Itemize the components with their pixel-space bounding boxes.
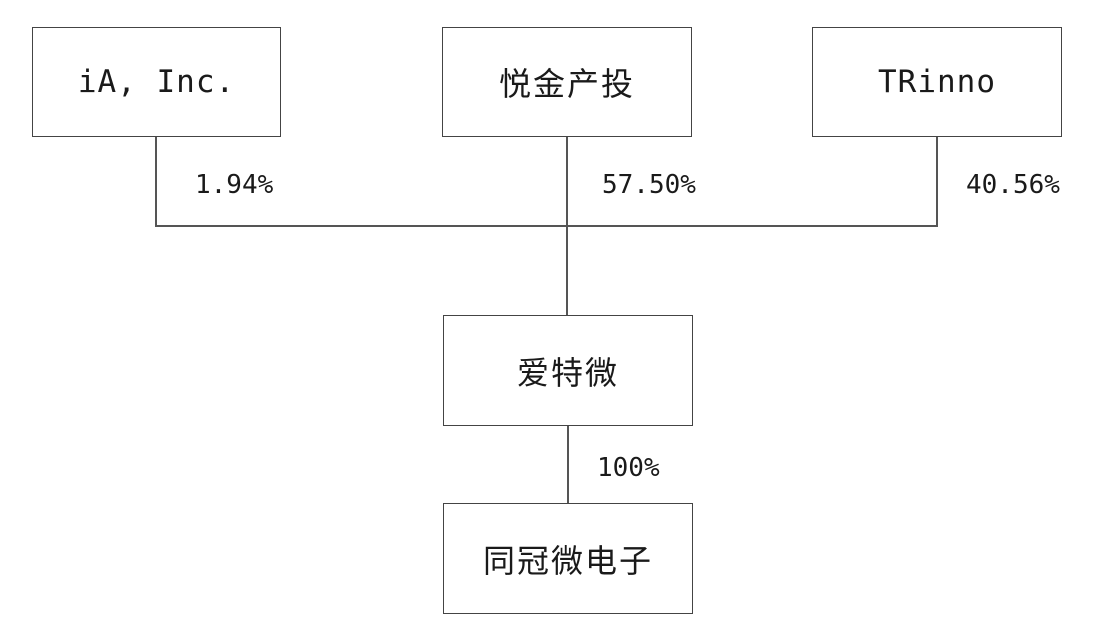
percent-label-trinno: 40.56% [966,170,1060,200]
connector-trinno-vertical [936,137,938,226]
connector-subsidiary-vertical [567,426,569,503]
percent-label-yuejin: 57.50% [602,170,696,200]
shareholder-box-ia-inc: iA, Inc. [32,27,281,137]
shareholder-box-yuejin: 悦金产投 [442,27,692,137]
subsidiary-box-tongguan: 同冠微电子 [443,503,693,614]
connector-ia-vertical [155,137,157,226]
subsidiary-name: 同冠微电子 [482,541,653,580]
percent-label-ia-inc: 1.94% [195,170,274,200]
connector-horizontal [155,225,938,227]
company-name: 爱特微 [516,353,619,392]
company-box-aitewei: 爱特微 [443,315,693,426]
percent-label-subsidiary: 100% [597,453,660,483]
shareholder-name-ia-inc: iA, Inc. [77,64,236,100]
shareholder-name-trinno: TRinno [878,64,996,100]
shareholder-name-yuejin: 悦金产投 [498,65,635,103]
shareholder-box-trinno: TRinno [812,27,1062,137]
